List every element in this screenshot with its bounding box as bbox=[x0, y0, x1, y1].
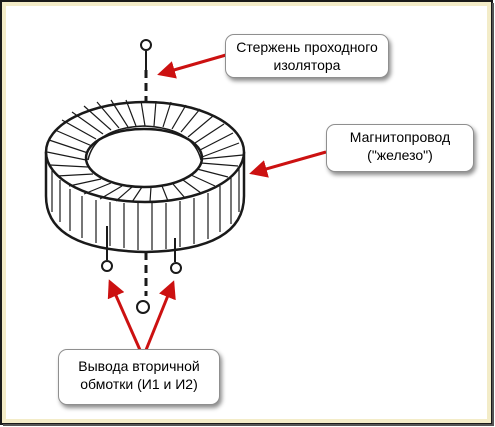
callout-core-line1: Магнитопровод bbox=[349, 129, 451, 145]
toroid-inner-hole bbox=[84, 127, 204, 189]
lead-left-terminal bbox=[101, 260, 113, 272]
frame-inner-border bbox=[2, 2, 491, 423]
callout-core-line2: ("железо") bbox=[367, 147, 433, 163]
toroid-windings bbox=[46, 99, 244, 203]
callout-leads-line1: Вывода вторичной bbox=[78, 358, 200, 374]
arrow-to-lead-left bbox=[107, 279, 142, 351]
lead-right-terminal bbox=[170, 262, 182, 274]
rod-top-terminal bbox=[140, 39, 152, 51]
toroid-inner-wall bbox=[87, 125, 202, 161]
arrow-to-core bbox=[249, 150, 327, 178]
callout-rod-line1: Стержень проходного bbox=[236, 39, 378, 55]
callout-rod-line2: изолятора bbox=[273, 57, 341, 73]
toroid-side-windings bbox=[51, 168, 240, 250]
rod-bottom-terminal bbox=[136, 300, 150, 314]
arrow-to-lead-right bbox=[144, 280, 176, 351]
callout-leads: Вывода вторичной обмотки (И1 и И2) bbox=[58, 349, 220, 405]
arrow-to-rod bbox=[157, 53, 227, 79]
callout-leads-line2: обмотки (И1 и И2) bbox=[80, 376, 198, 392]
callout-rod: Стержень проходного изолятора bbox=[225, 34, 389, 78]
callout-core: Магнитопровод ("железо") bbox=[326, 124, 474, 172]
